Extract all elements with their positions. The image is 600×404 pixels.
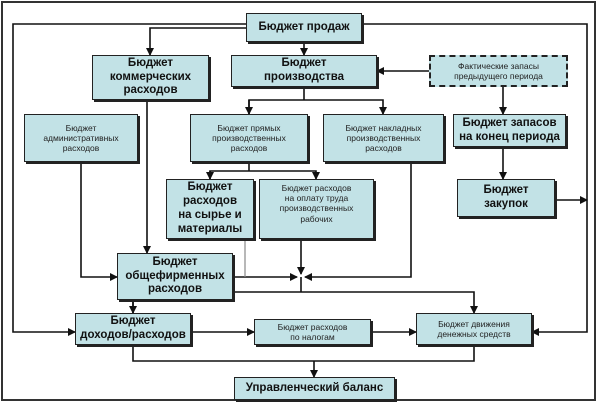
- admin-to-general-line: [80, 162, 118, 281]
- box-actual-stocks[interactable]: Фактические запасы предыдущего периода: [429, 55, 568, 87]
- box-cash-flow-budget[interactable]: Бюджет движения денежных средств: [416, 313, 532, 345]
- box-overhead-budget[interactable]: Бюджет накладных производственных расход…: [323, 114, 444, 162]
- box-labor-budget[interactable]: Бюджет расходов на оплату труда производ…: [259, 179, 374, 239]
- box-commercial-budget[interactable]: Бюджет коммерческих расходов: [92, 55, 209, 100]
- box-purchases-budget[interactable]: Бюджет закупок: [457, 179, 555, 217]
- box-management-balance[interactable]: Управленческий баланс: [234, 377, 395, 400]
- to-balance-line: [132, 345, 475, 362]
- box-direct-costs-budget[interactable]: Бюджет прямых производственных расходов: [190, 114, 308, 162]
- box-materials-budget[interactable]: Бюджет расходов на сырье и материалы: [166, 179, 254, 239]
- box-end-stocks-budget[interactable]: Бюджет запасов на конец периода: [453, 114, 566, 147]
- box-income-budget[interactable]: Бюджет доходов/расходов: [75, 313, 191, 345]
- box-admin-budget[interactable]: Бюджет административных расходов: [24, 114, 138, 162]
- box-sales-budget[interactable]: Бюджет продаж: [246, 13, 362, 42]
- box-general-budget[interactable]: Бюджет общефирменных расходов: [117, 253, 233, 300]
- box-production-budget[interactable]: Бюджет производства: [231, 55, 377, 87]
- box-tax-budget[interactable]: Бюджет расходов по налогам: [254, 319, 371, 345]
- direct-split-line: [209, 170, 320, 180]
- sales-to-income-line: [12, 23, 247, 336]
- sales-to-commercial-line: [146, 27, 247, 56]
- overhead-to-junction-line: [304, 162, 412, 281]
- sales-to-cash-line: [362, 23, 588, 336]
